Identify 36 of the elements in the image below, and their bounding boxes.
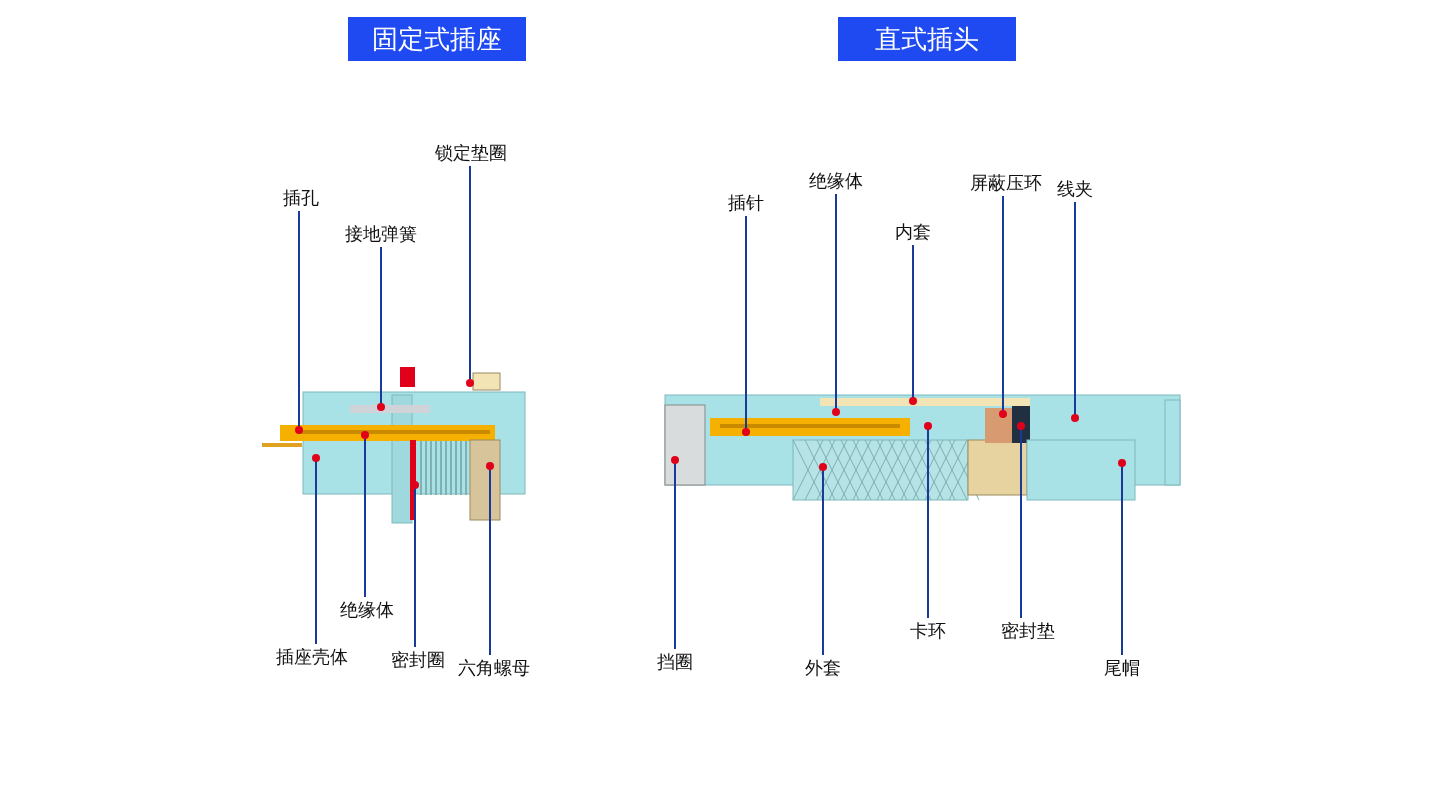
- leader-line: [361, 431, 369, 598]
- leader-line: [1118, 459, 1126, 656]
- leader-line: [924, 422, 932, 619]
- part-label: 尾帽: [1104, 656, 1140, 680]
- part-label: 锁定垫圈: [435, 141, 507, 165]
- part-label: 绝缘体: [809, 169, 863, 193]
- leader-line: [377, 246, 385, 411]
- leader-line: [1071, 201, 1079, 422]
- part-label: 绝缘体: [340, 598, 394, 622]
- leader-line: [742, 215, 750, 436]
- part-label: 密封垫: [1001, 619, 1055, 643]
- leader-line: [909, 244, 917, 405]
- part-label: 插座壳体: [276, 645, 348, 669]
- leader-line: [671, 456, 679, 650]
- part-label: 插针: [728, 191, 764, 215]
- leader-line: [312, 454, 320, 645]
- part-label: 内套: [895, 220, 931, 244]
- leader-line: [486, 462, 494, 656]
- leader-line: [1017, 422, 1025, 619]
- section-heading: 固定式插座: [348, 17, 526, 61]
- part-label: 卡环: [910, 619, 946, 643]
- leader-line: [295, 210, 303, 434]
- part-label: 六角螺母: [458, 656, 530, 680]
- leader-line: [466, 165, 474, 387]
- leader-line: [819, 463, 827, 656]
- section-heading: 直式插头: [838, 17, 1016, 61]
- leader-line: [999, 195, 1007, 418]
- leader-line: [411, 481, 419, 648]
- part-label: 屏蔽压环: [970, 171, 1042, 195]
- part-label: 密封圈: [391, 648, 445, 672]
- part-label: 插孔: [283, 186, 319, 210]
- leader-line: [832, 193, 840, 416]
- part-label: 线夹: [1057, 177, 1093, 201]
- part-label: 接地弹簧: [345, 222, 417, 246]
- part-label: 外套: [805, 656, 841, 680]
- part-label: 挡圈: [657, 650, 693, 674]
